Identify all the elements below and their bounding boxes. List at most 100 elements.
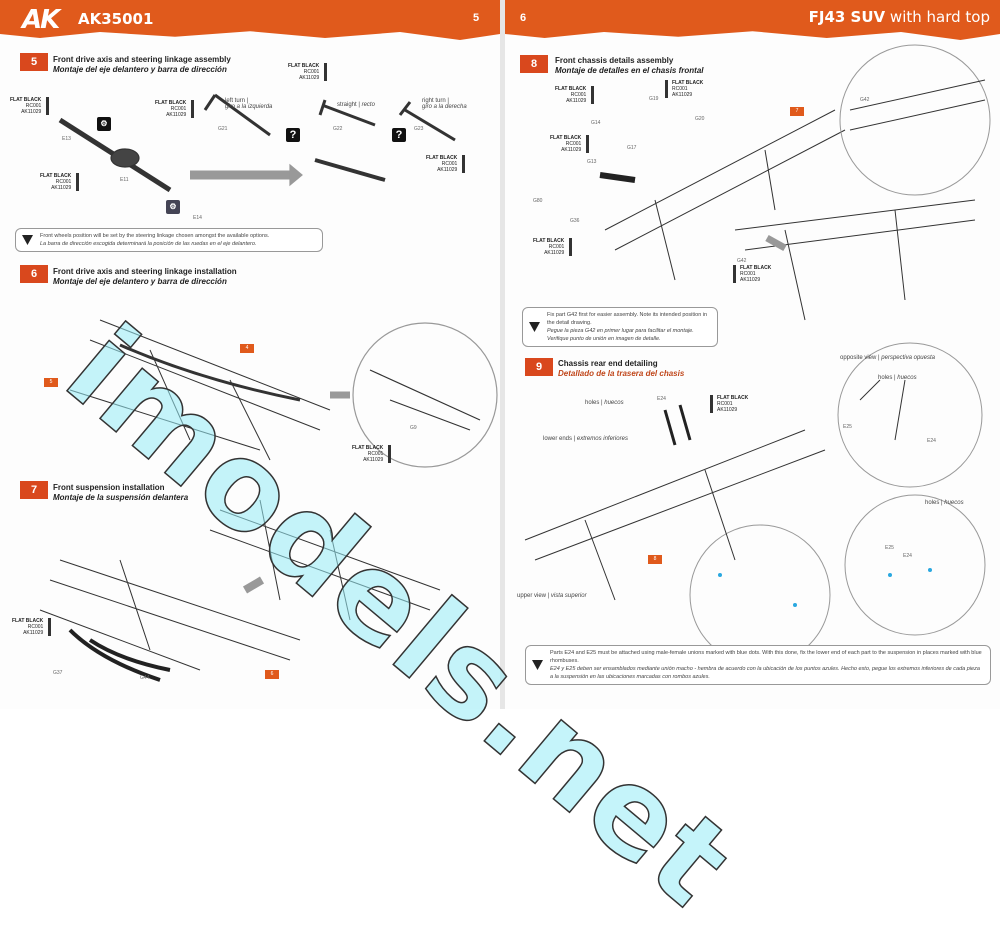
label-en: holes | [878, 375, 896, 381]
opposite-view-label: opposite view | perspectiva opuesta [840, 355, 935, 361]
part-label: G36 [570, 218, 580, 224]
part-label: G42 [737, 258, 747, 264]
part-label: G20 [695, 116, 705, 122]
part-label: G14 [591, 120, 601, 126]
part-label: G42 [860, 97, 870, 103]
step-number-6: 6 [20, 265, 48, 283]
step-ref-tag: 7 [790, 107, 804, 116]
bag-icon: ⚙ [97, 117, 111, 131]
paint-code: AK11029 [740, 277, 761, 283]
paint-code: RC001 [27, 624, 44, 630]
holes-label: holes | huecos [878, 375, 917, 381]
part-label: G21 [218, 126, 228, 132]
step-ref-tag: 5 [44, 378, 58, 387]
right-page: 6 FJ43 SUV with hard top 8 Front chassis… [505, 0, 1000, 709]
paint-code: RC001 [303, 69, 320, 75]
model-title: FJ43 SUV with hard top [809, 8, 990, 26]
warning-icon [532, 660, 543, 670]
paint-code: AK11029 [299, 75, 320, 81]
step-number-7: 7 [20, 481, 48, 499]
step-ref-tag: 8 [648, 555, 662, 564]
label-es: giro a la izquierda [225, 104, 273, 110]
paint-code: RC001 [717, 401, 733, 407]
paint-code: RC001 [548, 244, 565, 250]
paint-name: FLAT BLACK [672, 80, 704, 86]
part-label: G80 [533, 198, 543, 204]
title-en: Front chassis details assembly [555, 56, 674, 65]
paint-code: AK11029 [363, 457, 384, 463]
part-label: G37 [53, 670, 63, 676]
axle-drawing [58, 117, 172, 193]
paint-code: AK11029 [672, 92, 693, 98]
label-es: extremos inferiores [576, 436, 628, 442]
question-icon: ? [392, 128, 406, 142]
note-en: Parts E24 and E25 must be attached using… [550, 650, 982, 664]
step-ref-tag: 4 [240, 344, 254, 353]
label-es: giro a la derecha [422, 104, 467, 110]
label-es: huecos [897, 375, 917, 381]
step-number-8: 8 [520, 55, 548, 73]
paint-name: FLAT BLACK [40, 173, 72, 179]
paint-name: FLAT BLACK [717, 395, 749, 401]
part-label: G23 [414, 126, 424, 132]
straight-label: straight | recto [337, 102, 375, 108]
note-en: Front wheels position will be set by the… [40, 233, 270, 239]
step-number-5: 5 [20, 53, 48, 71]
note-es: Pegue la pieza G42 en primer lugar para … [547, 328, 694, 342]
part-label: E11 [120, 177, 129, 183]
paint-code: RC001 [565, 141, 582, 147]
paint-code: AK11029 [566, 98, 587, 104]
bag-icon: ⚙ [166, 200, 180, 214]
label-es: perspectiva opuesta [881, 355, 935, 361]
title-en: Front suspension installation [53, 483, 165, 492]
note-box: Front wheels position will be set by the… [15, 228, 323, 252]
part-label: E24 [927, 438, 936, 444]
label-en: left turn | [225, 98, 249, 104]
part-label: G19 [649, 96, 659, 102]
step-number-9: 9 [525, 358, 553, 376]
paint-code: RC001 [25, 103, 42, 109]
paint-code: RC001 [170, 106, 187, 112]
step-title-5: Front drive axis and steering linkage as… [53, 55, 231, 75]
label-en: straight | [337, 102, 360, 108]
paint-code: AK11029 [561, 147, 582, 153]
paint-name: FLAT BLACK [288, 63, 320, 69]
part-label: E14 [193, 215, 202, 221]
warning-icon [22, 235, 33, 245]
part-label: E13 [62, 136, 71, 142]
part-label: E25 [885, 545, 894, 551]
paint-name: FLAT BLACK [10, 97, 42, 103]
label-es: huecos [944, 500, 964, 506]
page-number: 6 [520, 12, 527, 24]
part-label: E25 [843, 424, 852, 430]
assembly-drawings [39, 93, 498, 682]
label-en: holes | [585, 400, 603, 406]
paint-code: RC001 [367, 451, 384, 457]
page-number: 5 [473, 12, 480, 24]
note-en: Fix part G42 first for easier assembly. … [547, 312, 708, 326]
warning-icon [529, 322, 540, 332]
title-es: Montaje de detalles en el chasis frontal [555, 66, 704, 75]
paint-code: AK11029 [544, 250, 565, 256]
model-name: FJ43 SUV [808, 8, 886, 26]
paint-code: AK11029 [166, 112, 187, 118]
title-en: Front drive axis and steering linkage in… [53, 267, 237, 276]
part-label: G22 [333, 126, 343, 132]
part-label: E24 [903, 553, 912, 559]
paint-code: AK11029 [437, 167, 458, 173]
holes-label: holes | huecos [925, 500, 964, 506]
paint-name: FLAT BLACK [426, 155, 458, 161]
paint-name: FLAT BLACK [740, 265, 772, 271]
note-box: Parts E24 and E25 must be attached using… [525, 645, 991, 685]
